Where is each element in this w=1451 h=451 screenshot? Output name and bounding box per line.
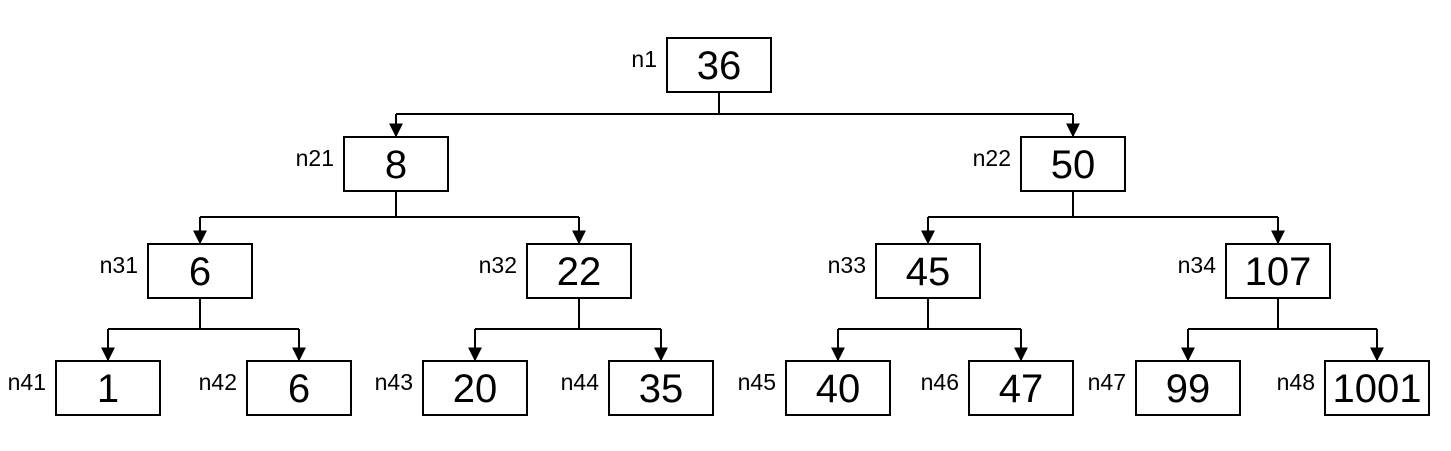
- node-value-n1: 36: [697, 44, 742, 88]
- tree-node-n22: 50 n22: [973, 136, 1126, 192]
- tree-node-n45: 40 n45: [738, 360, 891, 416]
- node-box-n1: [666, 37, 772, 93]
- node-box-n32: [526, 243, 632, 299]
- node-box-n22: [1020, 136, 1126, 192]
- node-value-n45: 40: [816, 367, 861, 411]
- node-value-n48: 1001: [1333, 367, 1422, 411]
- tree-node-n1: 36 n1: [631, 37, 772, 93]
- tree-node-n48: 1001 n48: [1277, 360, 1430, 416]
- node-label-n31: n31: [100, 252, 138, 278]
- edge-group-n32: [468, 298, 668, 362]
- node-label-n21: n21: [296, 145, 334, 171]
- node-label-n44: n44: [561, 369, 600, 395]
- node-value-n32: 22: [557, 250, 602, 294]
- node-label-n33: n33: [828, 252, 866, 278]
- node-box-n43: [422, 360, 528, 416]
- node-label-n45: n45: [738, 369, 776, 395]
- node-box-n33: [875, 243, 981, 299]
- node-label-n41: n41: [8, 369, 46, 395]
- node-label-n47: n47: [1088, 369, 1126, 395]
- tree-node-n41: 1 n41: [8, 360, 161, 416]
- node-value-n33: 45: [906, 250, 951, 294]
- node-value-n44: 35: [639, 367, 684, 411]
- node-label-n1: n1: [631, 46, 657, 72]
- node-label-n34: n34: [1178, 252, 1217, 278]
- nodes-layer: 36 n1 8 n21 50 n22 6 n31 22 n32 45 n33 107 n34 1 n41 6 n4…: [8, 37, 1430, 416]
- node-value-n22: 50: [1051, 143, 1096, 187]
- node-box-n41: [55, 360, 161, 416]
- tree-node-n32: 22 n32: [479, 243, 632, 299]
- node-box-n44: [608, 360, 714, 416]
- tree-node-n44: 35 n44: [561, 360, 714, 416]
- edge-group-n21: [193, 191, 586, 245]
- node-label-n46: n46: [921, 369, 959, 395]
- node-value-n34: 107: [1245, 250, 1312, 294]
- node-box-n31: [147, 243, 253, 299]
- tree-node-n43: 20 n43: [375, 360, 528, 416]
- tree-node-n33: 45 n33: [828, 243, 981, 299]
- node-box-n21: [343, 136, 449, 192]
- node-box-n42: [246, 360, 352, 416]
- edge-group-n34: [1181, 298, 1384, 362]
- tree-node-n34: 107 n34: [1178, 243, 1331, 299]
- node-label-n22: n22: [973, 145, 1011, 171]
- node-label-n43: n43: [375, 369, 413, 395]
- tree-node-n42: 6 n42: [199, 360, 352, 416]
- node-value-n41: 1: [97, 367, 119, 411]
- node-box-n34: [1225, 243, 1331, 299]
- node-value-n43: 20: [453, 367, 498, 411]
- node-value-n42: 6: [288, 367, 310, 411]
- node-box-n47: [1135, 360, 1241, 416]
- tree-node-n31: 6 n31: [100, 243, 253, 299]
- edges-layer: [101, 92, 1384, 362]
- node-box-n46: [968, 360, 1074, 416]
- edge-group-n33: [831, 298, 1028, 362]
- tree-node-n47: 99 n47: [1088, 360, 1241, 416]
- edge-group-n22: [921, 191, 1285, 245]
- edge-group-n1: [389, 92, 1080, 138]
- node-label-n48: n48: [1277, 369, 1315, 395]
- tree-node-n21: 8 n21: [296, 136, 449, 192]
- node-value-n31: 6: [189, 250, 211, 294]
- edge-group-n31: [101, 298, 306, 362]
- node-box-n45: [785, 360, 891, 416]
- node-value-n47: 99: [1166, 367, 1211, 411]
- node-label-n32: n32: [479, 252, 517, 278]
- node-box-n48: [1324, 360, 1430, 416]
- node-value-n21: 8: [385, 143, 407, 187]
- node-value-n46: 47: [999, 367, 1044, 411]
- tree-node-n46: 47 n46: [921, 360, 1074, 416]
- node-label-n42: n42: [199, 369, 237, 395]
